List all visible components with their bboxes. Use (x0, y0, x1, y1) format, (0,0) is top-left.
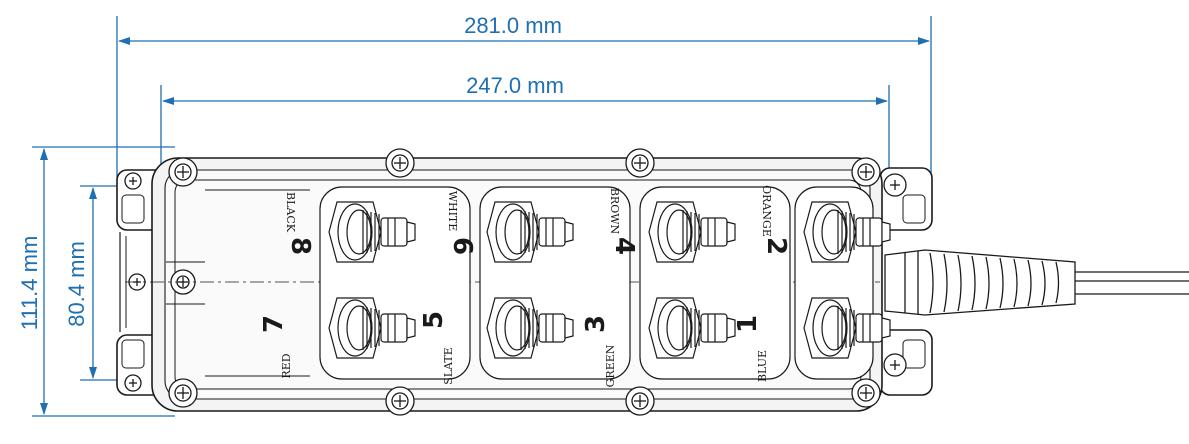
connector-receptacle-icon (648, 297, 736, 359)
screw-icon (124, 172, 142, 190)
connector-receptacle-icon (803, 297, 891, 359)
port-number-5: 5 (419, 311, 449, 329)
port-pitch-length-label: 247.0 mm (466, 73, 564, 98)
port-number-6: 6 (447, 237, 477, 255)
port-number-8: 8 (285, 237, 315, 255)
screw-icon (851, 157, 881, 187)
port-number-7: 7 (259, 315, 289, 333)
screw-icon (385, 148, 415, 178)
port-color-green: GREEN (604, 344, 617, 387)
port-labels: 8 BLACK 6 WHITE 4 BROWN 2 ORANGE 7 RED 5… (259, 185, 791, 387)
screw-icon (168, 378, 198, 408)
port-number-4: 4 (609, 237, 639, 255)
overall-length-label: 281.0 mm (464, 13, 562, 38)
connector-receptacle-icon (328, 297, 416, 359)
screw-icon (883, 173, 907, 197)
screw-icon (625, 148, 655, 178)
screw-icon (168, 157, 198, 187)
overall-height-label: 111.4 mm (17, 236, 42, 331)
connector-receptacle-icon (486, 201, 574, 263)
port-color-slate: SLATE (442, 347, 455, 385)
port-color-black: BLACK (284, 192, 297, 233)
dimension-overall-height (32, 146, 175, 417)
screw-icon (385, 386, 415, 416)
port-color-red: RED (280, 353, 293, 378)
connector-receptacle-icon (328, 201, 416, 263)
port-number-3: 3 (581, 315, 611, 333)
connector-receptacle-icon (648, 201, 736, 263)
port-pitch-height-label: 80.4 mm (64, 241, 89, 327)
connector-receptacle-icon (486, 297, 574, 359)
port-color-brown: BROWN (608, 188, 621, 235)
screw-icon (625, 386, 655, 416)
connectors (328, 201, 891, 359)
cable-strain-relief (884, 249, 1076, 316)
screw-icon (883, 353, 907, 377)
port-number-1: 1 (733, 315, 763, 333)
port-color-orange: ORANGE (760, 185, 773, 237)
port-number-2: 2 (761, 237, 791, 255)
port-color-blue: BLUE (756, 350, 769, 382)
connector-receptacle-icon (803, 201, 891, 263)
cable (1075, 271, 1189, 295)
screw-icon (124, 374, 142, 392)
screw-icon (851, 378, 881, 408)
dimension-overall-length (116, 16, 932, 178)
port-color-white: WHITE (446, 191, 459, 232)
